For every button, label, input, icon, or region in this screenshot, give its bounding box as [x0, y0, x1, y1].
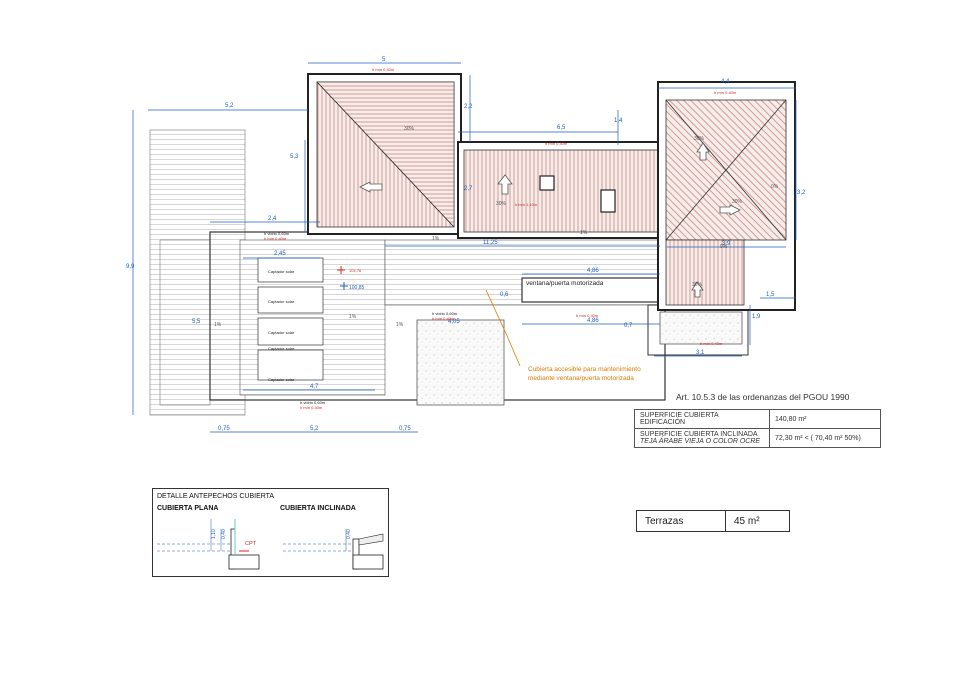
slope-30-a: 30%: [404, 126, 415, 132]
dim-1-9: 1,9: [752, 314, 761, 320]
dim-4-05: 4,05: [448, 319, 460, 325]
hmin-center-bottom: h mín 0,40m: [432, 316, 455, 321]
hmin-solar-bottom: h mín 0,40m: [300, 405, 323, 410]
hmin-right: h mín 0,40m: [714, 90, 737, 95]
slope-1-e: 1%: [580, 230, 588, 236]
dim-3-9: 3,9: [722, 241, 731, 247]
surface-inclined-value: 72,30 m² < ( 70,40 m² 50%): [769, 428, 881, 448]
note-line-2: mediante ventana/puerta motorizada: [528, 375, 634, 382]
detail-h110: 1,10: [211, 529, 217, 539]
pitched-roof-right-lower: [665, 239, 745, 306]
dim-3-2: 3,2: [797, 190, 806, 196]
dim-4-4: 4,4: [721, 79, 730, 85]
surface-building-value: 140,80 m²: [769, 409, 881, 429]
patio-gravel-right: [659, 311, 743, 345]
dim-2-2: 2,2: [464, 104, 473, 110]
dim-4-86-top: 4,86: [587, 268, 599, 274]
hvidrio-center-bottom: h vidrio 0,60m: [432, 311, 458, 316]
level-100-85: 100,85: [349, 285, 365, 291]
hmin-window: h mín 0,40m: [576, 313, 599, 318]
chimney-1: [539, 175, 555, 191]
dim-4-7: 4,7: [310, 384, 319, 390]
surface-building-label: SUPERFICIE CUBIERTA EDIFICACIÓN: [634, 409, 770, 429]
ordinance-reference: Art. 10.5.3 de las ordenanzas del PGOU 1…: [676, 392, 850, 402]
dim-1-5: 1,5: [766, 292, 775, 298]
dim-0-6: 0,6: [500, 292, 509, 298]
patio-gravel-center: [416, 319, 505, 406]
slope-1-b: 1%: [214, 322, 222, 328]
solar-label-3: Captador solar: [268, 330, 295, 335]
dim-2-4: 2,4: [268, 216, 277, 222]
detail-flat-roof-title: CUBIERTA PLANA: [157, 505, 219, 512]
slope-0-b: 0%: [720, 244, 728, 250]
dim-5-2-bottom: 5,2: [310, 426, 319, 432]
hmin-solar-top: h mín 0,40m: [264, 236, 287, 241]
solar-label-1: Captador solar: [268, 269, 295, 274]
detail-h040-flat: 0,40: [221, 529, 227, 539]
hvidrio-solar-bottom: h vidrio 0,60m: [300, 400, 326, 405]
left-lower-deck: [159, 239, 211, 406]
detail-title: DETALLE ANTEPECHOS CUBIERTA: [157, 493, 275, 500]
solar-label-4: Captador solar: [268, 346, 295, 351]
note-leader-line: [485, 289, 521, 367]
level-markers: [337, 266, 348, 290]
dim-11-25: 11,25: [483, 240, 498, 246]
pitched-roof-center: [463, 149, 663, 233]
dim-4-86-bottom: 4,86: [587, 318, 599, 324]
detail-inclined-roof-title: CUBIERTA INCLINADA: [280, 505, 356, 512]
slope-1-c: 1%: [349, 314, 357, 320]
slope-0-a: 0%: [771, 184, 779, 190]
table-row: SUPERFICIE CUBIERTA EDIFICACIÓN 140,80 m…: [634, 409, 881, 429]
solar-label-2: Captador solar: [268, 299, 295, 304]
slope-30-e: 30%: [692, 282, 703, 288]
parapet-detail-drawing: 0,40 1,10 0,40 CPT: [157, 519, 384, 570]
terraces-value: 45 m²: [734, 515, 760, 527]
dim-5: 5: [382, 57, 386, 63]
slope-30-b: 30%: [496, 201, 507, 207]
dim-5-5: 5,5: [192, 319, 201, 325]
slope-1-d: 1%: [396, 322, 404, 328]
hmin-center: h mín 0,40m: [545, 141, 568, 146]
dim-0-75-left: 0,75: [218, 426, 230, 432]
table-row: SUPERFICIE CUBIERTA INCLINADA TEJA ÁRABE…: [634, 428, 881, 448]
chimney-2: [600, 189, 616, 213]
slope-arrows: [359, 142, 741, 298]
window-label: ventana/puerta motorizada: [526, 280, 604, 287]
terraces-label: Terrazas: [637, 511, 726, 531]
terraces-box: Terrazas 45 m²: [636, 510, 790, 532]
hvidrio-solar-top: h vidrio 0,60m: [264, 231, 290, 236]
dim-5-2-top: 5,2: [225, 103, 234, 109]
motorized-window: [521, 277, 660, 303]
solar-panels: [257, 257, 324, 381]
surface-inclined-cell: SUPERFICIE CUBIERTA INCLINADA TEJA ÁRABE…: [634, 428, 770, 448]
note-line-1: Cubierta accesible para mantenimiento: [528, 366, 641, 373]
level-101-76: 101,76: [349, 268, 362, 273]
detail-cpt: CPT: [245, 541, 257, 547]
surface-inclined-sublabel: TEJA ÁRABE VIEJA O COLOR OCRE: [640, 438, 761, 445]
parapet-detail-box: DETALLE ANTEPECHOS CUBIERTA CUBIERTA PLA…: [152, 488, 389, 577]
dim-2-7: 2,7: [464, 186, 473, 192]
surfaces-table: SUPERFICIE CUBIERTA EDIFICACIÓN 140,80 m…: [634, 409, 881, 448]
slope-30-d: 30%: [732, 199, 743, 205]
dim-0-7: 0,7: [624, 323, 633, 329]
dim-6-5: 6,5: [557, 125, 566, 131]
hmin-patio: h mín 0,40m: [700, 341, 723, 346]
dim-5-3: 5,3: [290, 154, 299, 160]
slope-1-a: 1%: [432, 236, 440, 242]
dim-9-9: 9,9: [126, 264, 135, 270]
dim-1-4: 1,4: [614, 118, 623, 124]
detail-h040-inclined: 0,40: [346, 529, 352, 539]
dimension-lines: [132, 62, 797, 433]
hmin-left: h mín 0,40m: [372, 67, 395, 72]
hmin-110: h mín 1,10m: [515, 202, 538, 207]
surface-inclined-label: SUPERFICIE CUBIERTA INCLINADA: [640, 431, 758, 438]
slope-30-c: 30%: [694, 136, 705, 142]
solar-label-5: Captador solar: [268, 377, 295, 382]
dim-0-75-right: 0,75: [399, 426, 411, 432]
dim-2-45: 2,45: [274, 251, 286, 257]
dim-3-1: 3,1: [696, 350, 705, 356]
